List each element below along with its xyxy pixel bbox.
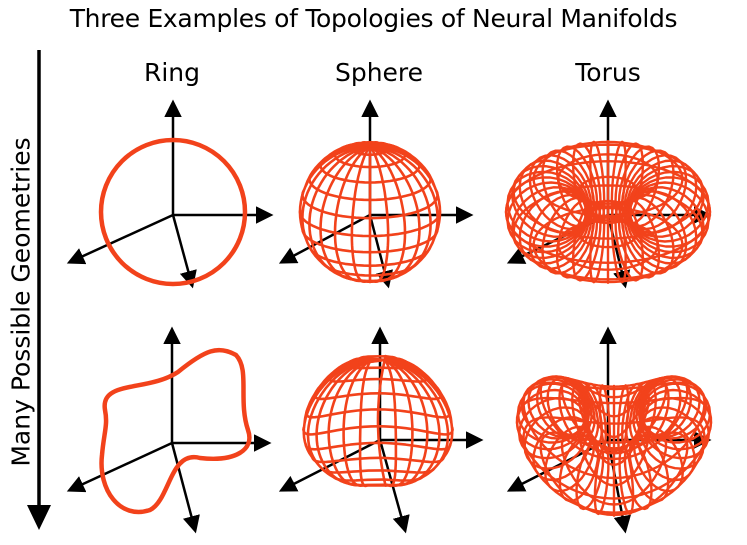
sphere-longitude	[306, 358, 385, 482]
torus-parallel	[522, 381, 706, 480]
sphere-longitude	[369, 144, 432, 279]
warped-sphere-manifold	[278, 326, 484, 534]
sphere-longitude	[384, 358, 453, 423]
sphere-longitude	[384, 358, 429, 487]
sphere-longitude	[361, 141, 371, 148]
sphere-longitude	[376, 359, 387, 487]
sphere-longitude	[342, 358, 385, 488]
torus-parallel	[557, 219, 659, 271]
torus-parallel	[515, 396, 713, 500]
column-label-sphere: Sphere	[334, 58, 424, 87]
sphere-latitude	[301, 189, 439, 220]
axis-line	[278, 438, 381, 492]
sphere-longitude	[383, 358, 414, 488]
sphere-latitude	[302, 424, 454, 436]
sphere-latitude	[332, 475, 424, 482]
sphere-longitude	[369, 144, 421, 282]
ring-manifold	[98, 137, 248, 287]
torus-parallel	[522, 416, 706, 514]
torus-parallel	[577, 427, 651, 487]
warped-torus-manifold	[506, 326, 713, 534]
geometry-down-arrow	[27, 50, 51, 530]
sphere-longitude	[384, 358, 450, 482]
sphere-longitude	[319, 144, 371, 282]
torus-parallel	[539, 431, 689, 517]
sphere-longitude	[327, 358, 385, 487]
torus-parallel	[539, 375, 689, 461]
sphere-longitude	[368, 145, 390, 284]
column-label-torus: Torus	[575, 58, 641, 87]
torus-parallel	[504, 159, 712, 264]
torus-manifold	[504, 99, 712, 289]
sphere-longitude	[301, 144, 371, 270]
ring-panel-bottom	[66, 326, 272, 534]
warped-ring-manifold	[99, 347, 252, 515]
column-label-ring: Ring	[143, 58, 201, 87]
sphere-longitude	[333, 145, 371, 283]
torus-parallel	[560, 379, 668, 450]
sphere-longitude	[369, 144, 439, 270]
sphere-longitude	[383, 359, 398, 488]
torus-parallel	[577, 216, 639, 249]
sphere-longitude	[384, 358, 441, 486]
sphere-longitude	[369, 144, 436, 187]
torus-parallel	[512, 184, 704, 281]
figure-title: Three Examples of Topologies of Neural M…	[69, 4, 678, 33]
sphere-manifold	[278, 99, 474, 289]
torus-parallel	[532, 140, 684, 218]
torus-parallel	[584, 410, 644, 466]
torus-parallel	[532, 206, 684, 284]
torus-parallel	[560, 435, 668, 506]
ring-panel-top	[66, 99, 274, 289]
sphere-longitude	[350, 145, 372, 284]
sphere-longitude	[358, 358, 385, 488]
sphere-longitude	[359, 355, 385, 362]
axis-line	[278, 213, 371, 264]
sphere-longitude	[369, 145, 407, 283]
